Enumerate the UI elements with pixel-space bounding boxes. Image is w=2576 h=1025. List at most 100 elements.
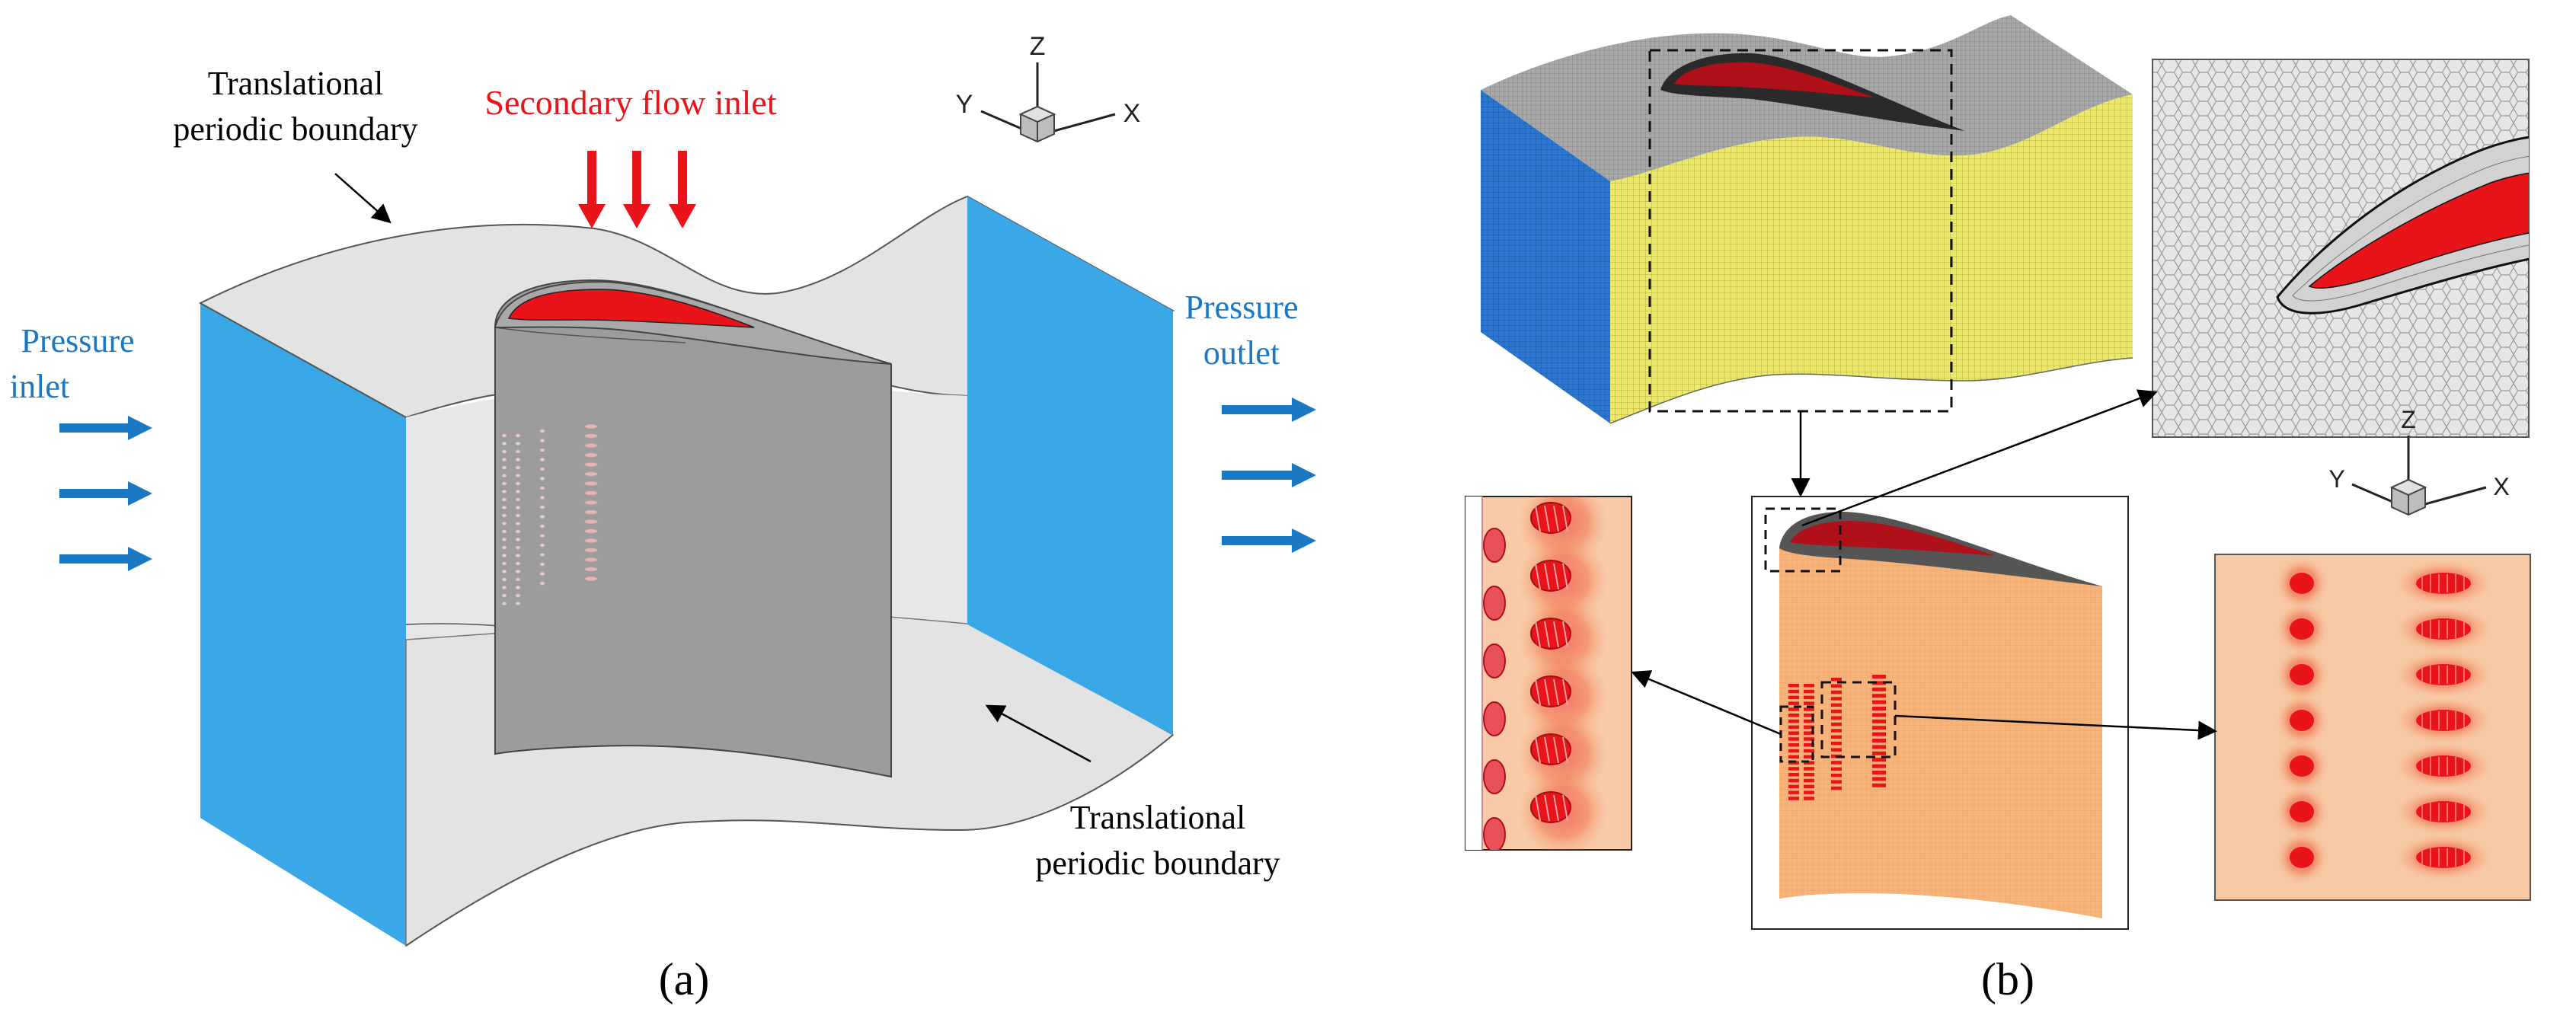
cooling-hole [584, 443, 598, 448]
cooling-hole [539, 448, 545, 452]
cooling-hole [2416, 801, 2471, 822]
panel-a-diagram: Translational periodic boundary Secondar… [10, 32, 1316, 1004]
cooling-hole [1872, 764, 1886, 768]
cooling-hole [1788, 707, 1799, 711]
cooling-hole [1788, 695, 1799, 700]
cooling-hole [1788, 797, 1799, 800]
cooling-hole [1831, 722, 1842, 726]
cooling-hole [584, 471, 598, 477]
inset-blade-mesh [1751, 496, 2129, 930]
inset-hole-rows-right [2214, 554, 2531, 901]
cooling-hole [1804, 701, 1814, 705]
cooling-hole [501, 513, 507, 518]
cooling-hole [2416, 618, 2471, 640]
cooling-hole [1530, 675, 1571, 707]
cooling-hole [501, 433, 507, 438]
top-boundary-label-line1: Translational [208, 65, 384, 102]
cooling-hole [1788, 749, 1799, 753]
cooling-hole [2416, 755, 2471, 777]
cooling-hole [2416, 710, 2471, 731]
cooling-hole [501, 553, 507, 557]
cooling-hole [501, 481, 507, 486]
cooling-hole [539, 467, 545, 471]
cooling-hole [2416, 573, 2471, 594]
cooling-hole [1831, 710, 1842, 714]
cooling-hole [539, 581, 545, 586]
cooling-hole [1872, 719, 1886, 723]
cooling-hole [1831, 748, 1842, 752]
cooling-hole [515, 449, 521, 454]
cooling-hole [501, 601, 507, 605]
cooling-hole [1831, 684, 1842, 688]
cooling-hole [2290, 847, 2314, 868]
cooling-hole [515, 569, 521, 573]
cooling-hole [1872, 681, 1886, 685]
cooling-hole [1530, 791, 1571, 823]
cooling-hole [584, 424, 598, 429]
cooling-hole [501, 585, 507, 589]
cooling-hole [1872, 726, 1886, 730]
cooling-hole [501, 441, 507, 445]
cooling-hole [1872, 707, 1886, 710]
cooling-hole [501, 449, 507, 454]
cooling-hole [1831, 729, 1842, 733]
cooling-hole [1831, 697, 1842, 701]
cooling-hole [1872, 687, 1886, 691]
cooling-hole [1788, 731, 1799, 735]
cooling-hole [1872, 758, 1886, 762]
cooling-hole [1530, 618, 1571, 650]
connector-tip-to-inset [1801, 389, 2158, 527]
cooling-hole [515, 529, 521, 534]
connector-holes-right [1894, 714, 2217, 740]
cooling-hole [501, 545, 507, 550]
cooling-hole [584, 548, 598, 553]
cooling-hole [501, 529, 507, 534]
cooling-hole [584, 557, 598, 562]
cooling-hole [1831, 678, 1842, 682]
secondary-flow-inlet-area [507, 289, 755, 328]
cooling-hole [1483, 586, 1506, 621]
cooling-hole [515, 521, 521, 525]
cooling-hole [1788, 778, 1799, 783]
pressure-outlet-face [967, 196, 1173, 735]
cooling-hole [584, 576, 598, 581]
cooling-hole [1788, 784, 1799, 789]
cooling-hole [515, 601, 521, 605]
cooling-hole [1788, 773, 1799, 777]
cooling-hole [539, 438, 545, 442]
cooling-hole [501, 521, 507, 525]
pressure-inlet-label-line2: inlet [10, 368, 69, 405]
pressure-inlet-arrows [59, 416, 152, 571]
cooling-hole [515, 441, 521, 445]
cooling-hole [1788, 719, 1799, 723]
cooling-hole [515, 473, 521, 477]
cooling-hole [515, 465, 521, 470]
cooling-hole [1804, 767, 1814, 771]
cooling-hole [1788, 684, 1799, 688]
cooling-hole [515, 585, 521, 589]
cooling-hole [515, 489, 521, 493]
cooling-hole [539, 562, 545, 567]
cooling-hole [584, 528, 598, 534]
cooling-hole [584, 490, 598, 496]
inset-hole-closeup-left [1465, 496, 1632, 851]
cooling-hole [1788, 701, 1799, 705]
cooling-hole [501, 561, 507, 566]
cooling-hole [1831, 767, 1842, 771]
cooling-hole [1530, 560, 1571, 592]
cooling-hole [2290, 710, 2314, 731]
cooling-hole [1872, 739, 1886, 742]
cooling-hole [1804, 714, 1814, 717]
cooling-hole [539, 429, 545, 433]
bottom-boundary-label-line1: Translational [1070, 799, 1246, 836]
cooling-hole [1831, 690, 1842, 695]
cooling-hole [1788, 790, 1799, 794]
cooling-hole [515, 497, 521, 502]
cooling-hole [1788, 743, 1799, 747]
cooling-hole [539, 457, 545, 461]
cooling-hole [1804, 695, 1814, 700]
cooling-hole [584, 462, 598, 467]
cooling-hole [1804, 773, 1814, 777]
cooling-hole [501, 465, 507, 470]
